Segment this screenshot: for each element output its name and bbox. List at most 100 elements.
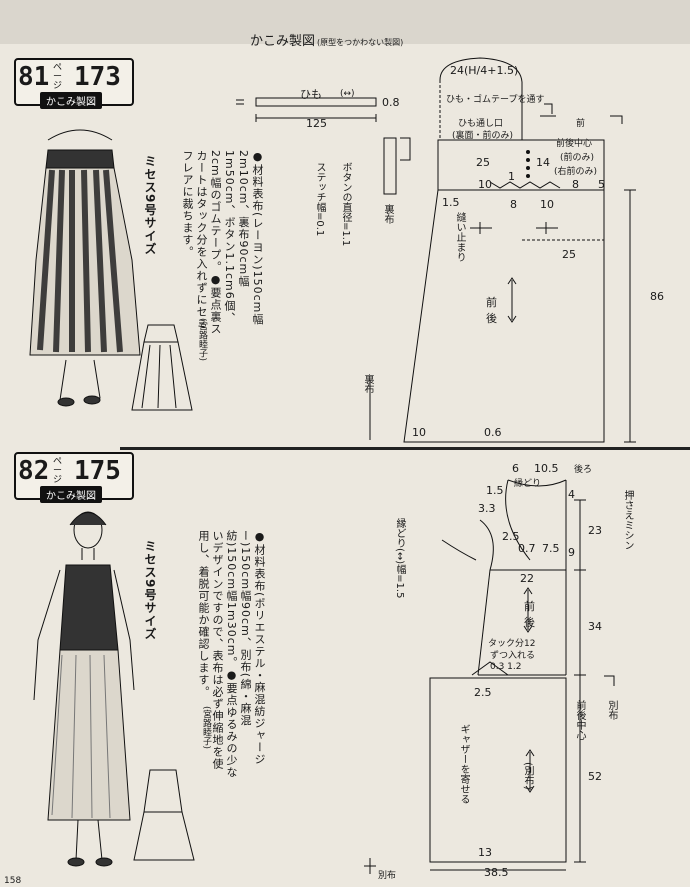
dim-1: 1 — [508, 170, 515, 183]
front-back-back: 後 — [486, 312, 497, 325]
dim-86: 86 — [650, 290, 664, 303]
alt-fabric-bottom-label: 別布 — [378, 871, 397, 881]
dim-top: 24(H/4+1.5) — [450, 64, 519, 77]
dim-0-7: 0.7 — [518, 542, 536, 555]
dim-4: 4 — [568, 488, 575, 501]
tie-arrow: (↔) — [340, 89, 355, 99]
pattern-81-label: 81 ページ 173 かこみ製図 — [14, 58, 134, 109]
pattern-82-label: 82 ページ 175 かこみ製図 — [14, 452, 134, 503]
alt-fabric-paren-label: (別布) — [522, 762, 533, 790]
skirt-pattern-81 — [369, 57, 636, 443]
pattern-81-points-title: ●要点 — [209, 272, 222, 311]
binding-label: 縁どり — [514, 479, 542, 489]
bodice-front: 前 — [524, 600, 535, 613]
alt-fabric-side-label: 別布 — [606, 700, 617, 720]
pattern-82-materials-title: ●材料 — [253, 530, 266, 568]
dim-52: 52 — [588, 770, 602, 783]
dim-5: 5 — [598, 178, 605, 191]
pattern-81-materials-title: ●材料 — [251, 150, 264, 188]
dim-0-6: 0.6 — [484, 426, 502, 439]
top-band — [0, 0, 690, 44]
stitch-note: ステッチ幅=0.1 — [314, 162, 325, 237]
dim-10b: 10 — [540, 198, 554, 211]
dim-14: 14 — [536, 156, 550, 169]
dim-25b: 25 — [562, 248, 576, 261]
tuck-label-2: ずつ入れる — [490, 651, 536, 661]
binding-note: 縁どり(↔)幅=1.5 — [394, 518, 405, 599]
dim-8a: 8 — [572, 178, 579, 191]
press-stitch-label: 押さえミシン — [622, 490, 633, 550]
header-title: かこみ製図 — [250, 34, 316, 49]
pattern-81-size: ミセス9号サイズ — [143, 155, 157, 256]
dim-25: 25 — [476, 156, 490, 169]
pattern-81-materials: 表布(レーヨン)150cm幅2m10cm、裏布90cm幅1m50cm、ボタン1.… — [209, 150, 264, 326]
dim-23: 23 — [588, 524, 602, 537]
dim-10-5: 10.5 — [534, 462, 559, 475]
sew-stop-label: 縫い止まり — [454, 212, 465, 262]
skirt-back-illustration — [131, 324, 193, 411]
pattern-82-points: ゆるみの少ないデザインですので、表布は必ず伸縮地を使用し、着脱可能か確認します。 — [197, 530, 238, 779]
dim-10c: 10 — [412, 426, 426, 439]
pattern-82-caption: かこみ製図 — [40, 486, 102, 503]
pattern-82-size: ミセス9号サイズ — [143, 540, 157, 641]
dress-pattern-82 — [364, 479, 615, 874]
dim-9: 9 — [568, 546, 575, 559]
page-number: 158 — [4, 876, 22, 886]
pattern-81-designer: (宮路睦子) — [197, 318, 207, 362]
tie-label: ひも — [300, 88, 322, 101]
pattern-82-materials: 表布(ポリエステル・麻混紡ジャージー)150cm幅90cm、別布(綿・麻混紡)1… — [225, 530, 266, 766]
pattern-82-figure-number: 175 — [74, 456, 121, 486]
dim-13: 13 — [478, 846, 492, 859]
loop-note: ひも・ゴムテープを通す — [446, 95, 545, 105]
dim-8b: 8 — [510, 198, 517, 211]
dim-1-5: 1.5 — [442, 196, 460, 209]
pattern-81-caption: かこみ製図 — [40, 92, 102, 109]
loop-note-3: (裏面・前のみ) — [452, 131, 514, 141]
pattern-81-page-number: 81 — [18, 62, 50, 92]
dim-6: 6 — [512, 462, 519, 475]
lining-label: 裏布 — [382, 204, 393, 224]
dim-1-5b: 1.5 — [486, 484, 504, 497]
loop-note-2: ひも通し口 — [458, 119, 504, 129]
section-divider — [120, 447, 690, 450]
dim-34: 34 — [588, 620, 602, 633]
pattern-81-page-word: ページ — [53, 63, 63, 91]
tie-strip — [236, 97, 377, 122]
pattern-82-points-title: ●要点 — [225, 668, 238, 707]
page-header: かこみ製図(原型をつかわない製図) — [250, 30, 403, 49]
right-front-label: (右前のみ) — [554, 167, 598, 177]
pattern-81-figure-number: 173 — [74, 62, 121, 92]
tuck-label: タック分12 — [488, 639, 536, 649]
dim-2-5b: 2.5 — [474, 686, 492, 699]
dress-back-illustration — [133, 769, 195, 861]
dim-7-5: 7.5 — [542, 542, 560, 555]
tie-width: 0.8 — [382, 96, 400, 109]
bodice-back: 後 — [524, 616, 535, 629]
pattern-82-designer: (宮路睦子) — [201, 706, 211, 750]
front-label: 前 — [576, 119, 586, 129]
dim-10a: 10 — [478, 178, 492, 191]
pattern-82-page-number: 82 — [18, 456, 50, 486]
front-back-front: 前 — [486, 296, 497, 309]
dim-0-3-1-2: 0.3 1.2 — [490, 662, 522, 672]
header-subtitle: (原型をつかわない製図) — [317, 38, 404, 47]
center-label: 前後中心 — [556, 139, 593, 149]
button-note: ボタンの直径=1.1 — [340, 162, 351, 247]
dress-illustration — [33, 511, 135, 867]
back-side-label: 後ろ — [574, 465, 593, 475]
pattern-82-materials-points: ●材料表布(ポリエステル・麻混紡ジャージー)150cm幅90cm、別布(綿・麻混… — [196, 530, 266, 780]
lining-bottom-label: 裏布 — [362, 374, 373, 394]
pattern-82-page-word: ページ — [53, 457, 63, 485]
dim-38-5: 38.5 — [484, 866, 509, 879]
skirt-illustration — [29, 129, 141, 407]
skirt-center-label: 前後中心 — [574, 700, 585, 740]
dim-2-5: 2.5 — [502, 530, 520, 543]
dim-22: 22 — [520, 572, 534, 585]
dim-3-3: 3.3 — [478, 502, 496, 515]
front-only-label: (前のみ) — [560, 153, 595, 163]
pattern-81-points: 裏スカートはタック分を入れずにセミフレアに裁ちます。 — [181, 150, 222, 335]
gather-label: ギャザーを寄せる — [458, 724, 469, 804]
tie-length: 125 — [306, 117, 327, 130]
